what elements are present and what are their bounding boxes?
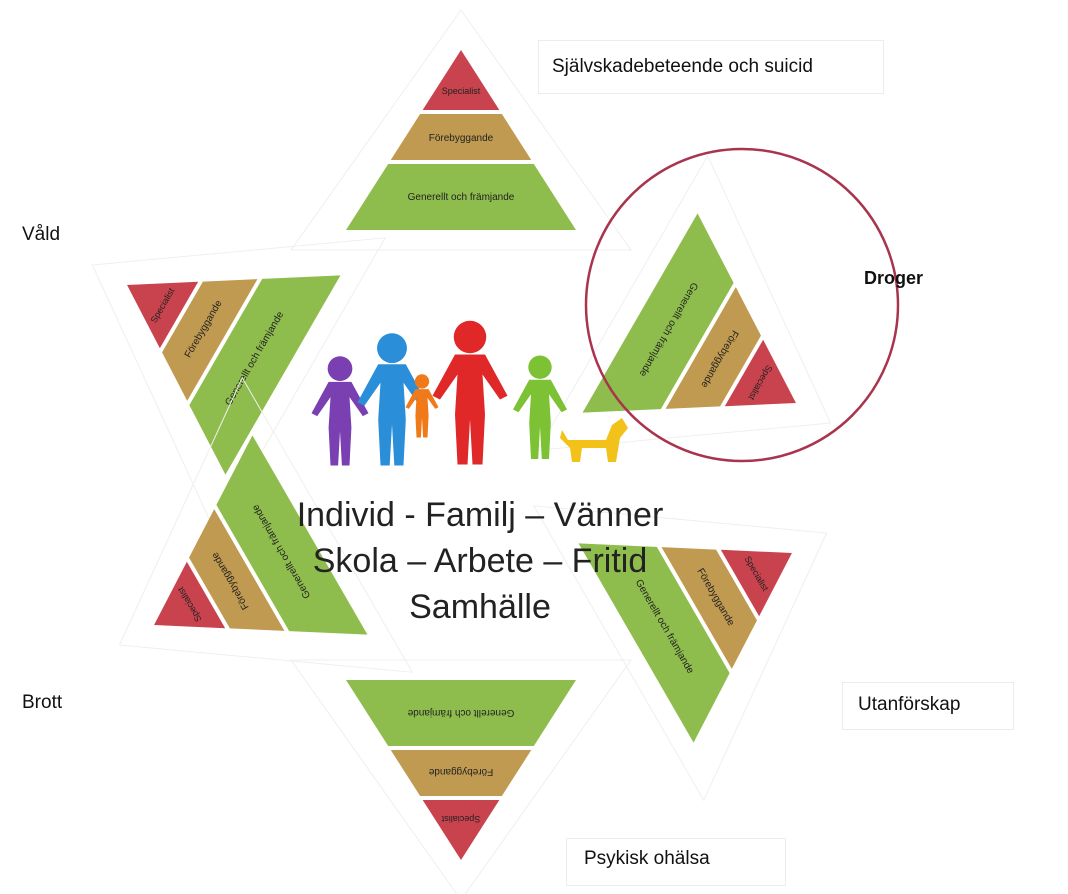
band-specialist <box>720 549 792 617</box>
band-label-generellt: Generellt och främjande <box>407 707 514 718</box>
figure-purple-icon <box>311 356 369 466</box>
pyramid-shadow-outline <box>91 237 387 534</box>
area-label-lower-right: Utanförskap <box>858 694 961 715</box>
pyramid-shadow-outline <box>290 9 632 251</box>
band-generellt <box>346 164 576 230</box>
droger-highlight-circle <box>584 147 900 463</box>
band-forebyggande <box>162 279 258 401</box>
center-line-2: Skola – Arbete – Fritid <box>312 542 648 580</box>
pyramid-shadow-outline <box>118 376 414 673</box>
band-forebyggande <box>390 114 532 160</box>
pyramid-shadow-outline <box>290 659 632 894</box>
label-box-lower-right <box>842 682 1014 730</box>
band-generellt <box>189 275 341 475</box>
band-label-forebyggande: Förebyggande <box>428 766 493 777</box>
dog-figure-icon <box>560 418 628 462</box>
figure-orange-icon <box>405 374 439 438</box>
band-generellt <box>346 680 576 746</box>
band-specialist <box>127 281 199 349</box>
band-specialist <box>422 50 500 110</box>
area-label-bottom: Psykisk ohälsa <box>584 848 710 869</box>
figure-blue-icon <box>357 333 427 466</box>
band-specialist <box>724 339 796 407</box>
band-forebyggande <box>390 750 532 796</box>
area-label-upper-left: Våld <box>22 224 61 245</box>
pyramid-shadow-outline <box>536 154 832 451</box>
area-label-lower-left: Brott <box>22 692 63 713</box>
center-line-3: Samhälle <box>409 588 551 626</box>
label-box-bottom <box>566 838 786 886</box>
area-label-upper-right: Droger <box>864 268 924 288</box>
band-specialist <box>422 800 500 860</box>
band-specialist <box>154 561 226 629</box>
family-figures-icon <box>311 320 628 466</box>
label-box-top <box>538 40 884 94</box>
center-text: Individ - Familj – Vänner Skola – Arbete… <box>270 492 690 630</box>
band-forebyggande <box>661 547 757 669</box>
band-generellt <box>582 213 734 413</box>
pyramid-bottom: Specialist Förebyggande Generellt och främ… <box>290 659 632 894</box>
band-forebyggande <box>665 287 761 409</box>
center-line-1: Individ - Familj – Vänner <box>296 496 664 534</box>
band-generellt <box>578 543 730 743</box>
band-label-generellt: Generellt och främjande <box>408 192 515 203</box>
band-forebyggande <box>189 509 285 631</box>
figure-red-icon <box>432 320 508 465</box>
band-label-specialist: Specialist <box>442 86 481 96</box>
band-generellt <box>216 435 368 635</box>
pyramid-shadow-outline <box>532 505 828 802</box>
band-label-forebyggande: Förebyggande <box>429 133 494 144</box>
figure-green-icon <box>513 355 567 459</box>
band-label-specialist: Specialist <box>441 814 480 824</box>
area-label-top: Självskadebeteende och suicid <box>552 56 813 77</box>
